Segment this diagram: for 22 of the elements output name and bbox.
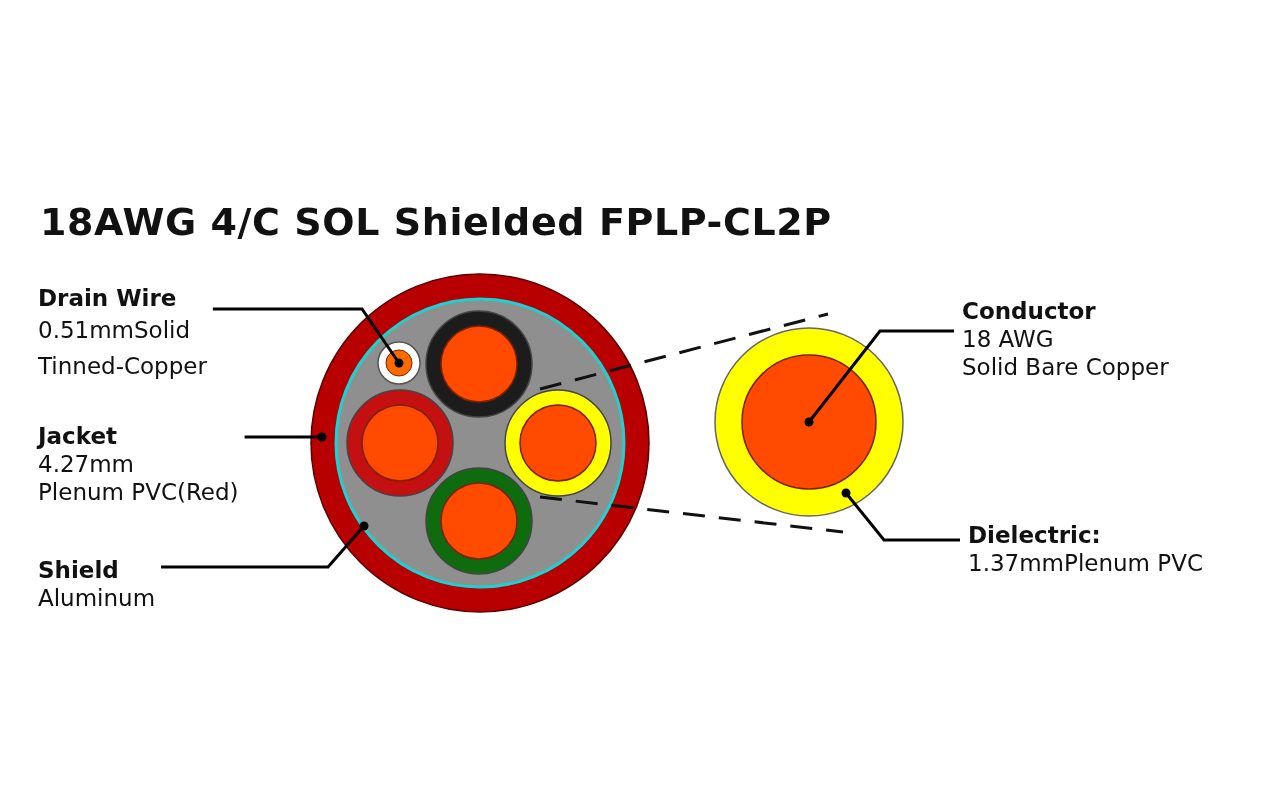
leader-line (804, 329, 954, 427)
label-text: 18 AWG (962, 325, 1054, 353)
label-heading: Drain Wire (38, 284, 177, 312)
leader-line (161, 521, 369, 569)
dielectric-layer (714, 327, 904, 517)
diagram-title: 18AWG 4/C SOL Shielded FPLP-CL2P (40, 200, 832, 244)
label-text: Plenum PVC(Red) (38, 478, 239, 506)
label-heading: Shield (38, 556, 119, 584)
label-heading: Conductor (962, 297, 1096, 325)
label-heading: Dielectric: (968, 521, 1101, 549)
label-text: Aluminum (38, 584, 156, 612)
leader-line (841, 488, 960, 542)
label-text: 1.37mmPlenum PVC (968, 549, 1203, 577)
leader-line (244, 432, 327, 442)
label-text: Solid Bare Copper (962, 353, 1169, 381)
label-text: 4.27mm (38, 450, 135, 478)
leader-line (212, 307, 404, 368)
conductor-core (741, 354, 877, 490)
label-text: 0.51mmSolid (38, 316, 191, 345)
label-heading: Jacket (38, 422, 117, 450)
drain-wire (377, 341, 421, 385)
label-text: Tinned-Copper (38, 352, 207, 381)
